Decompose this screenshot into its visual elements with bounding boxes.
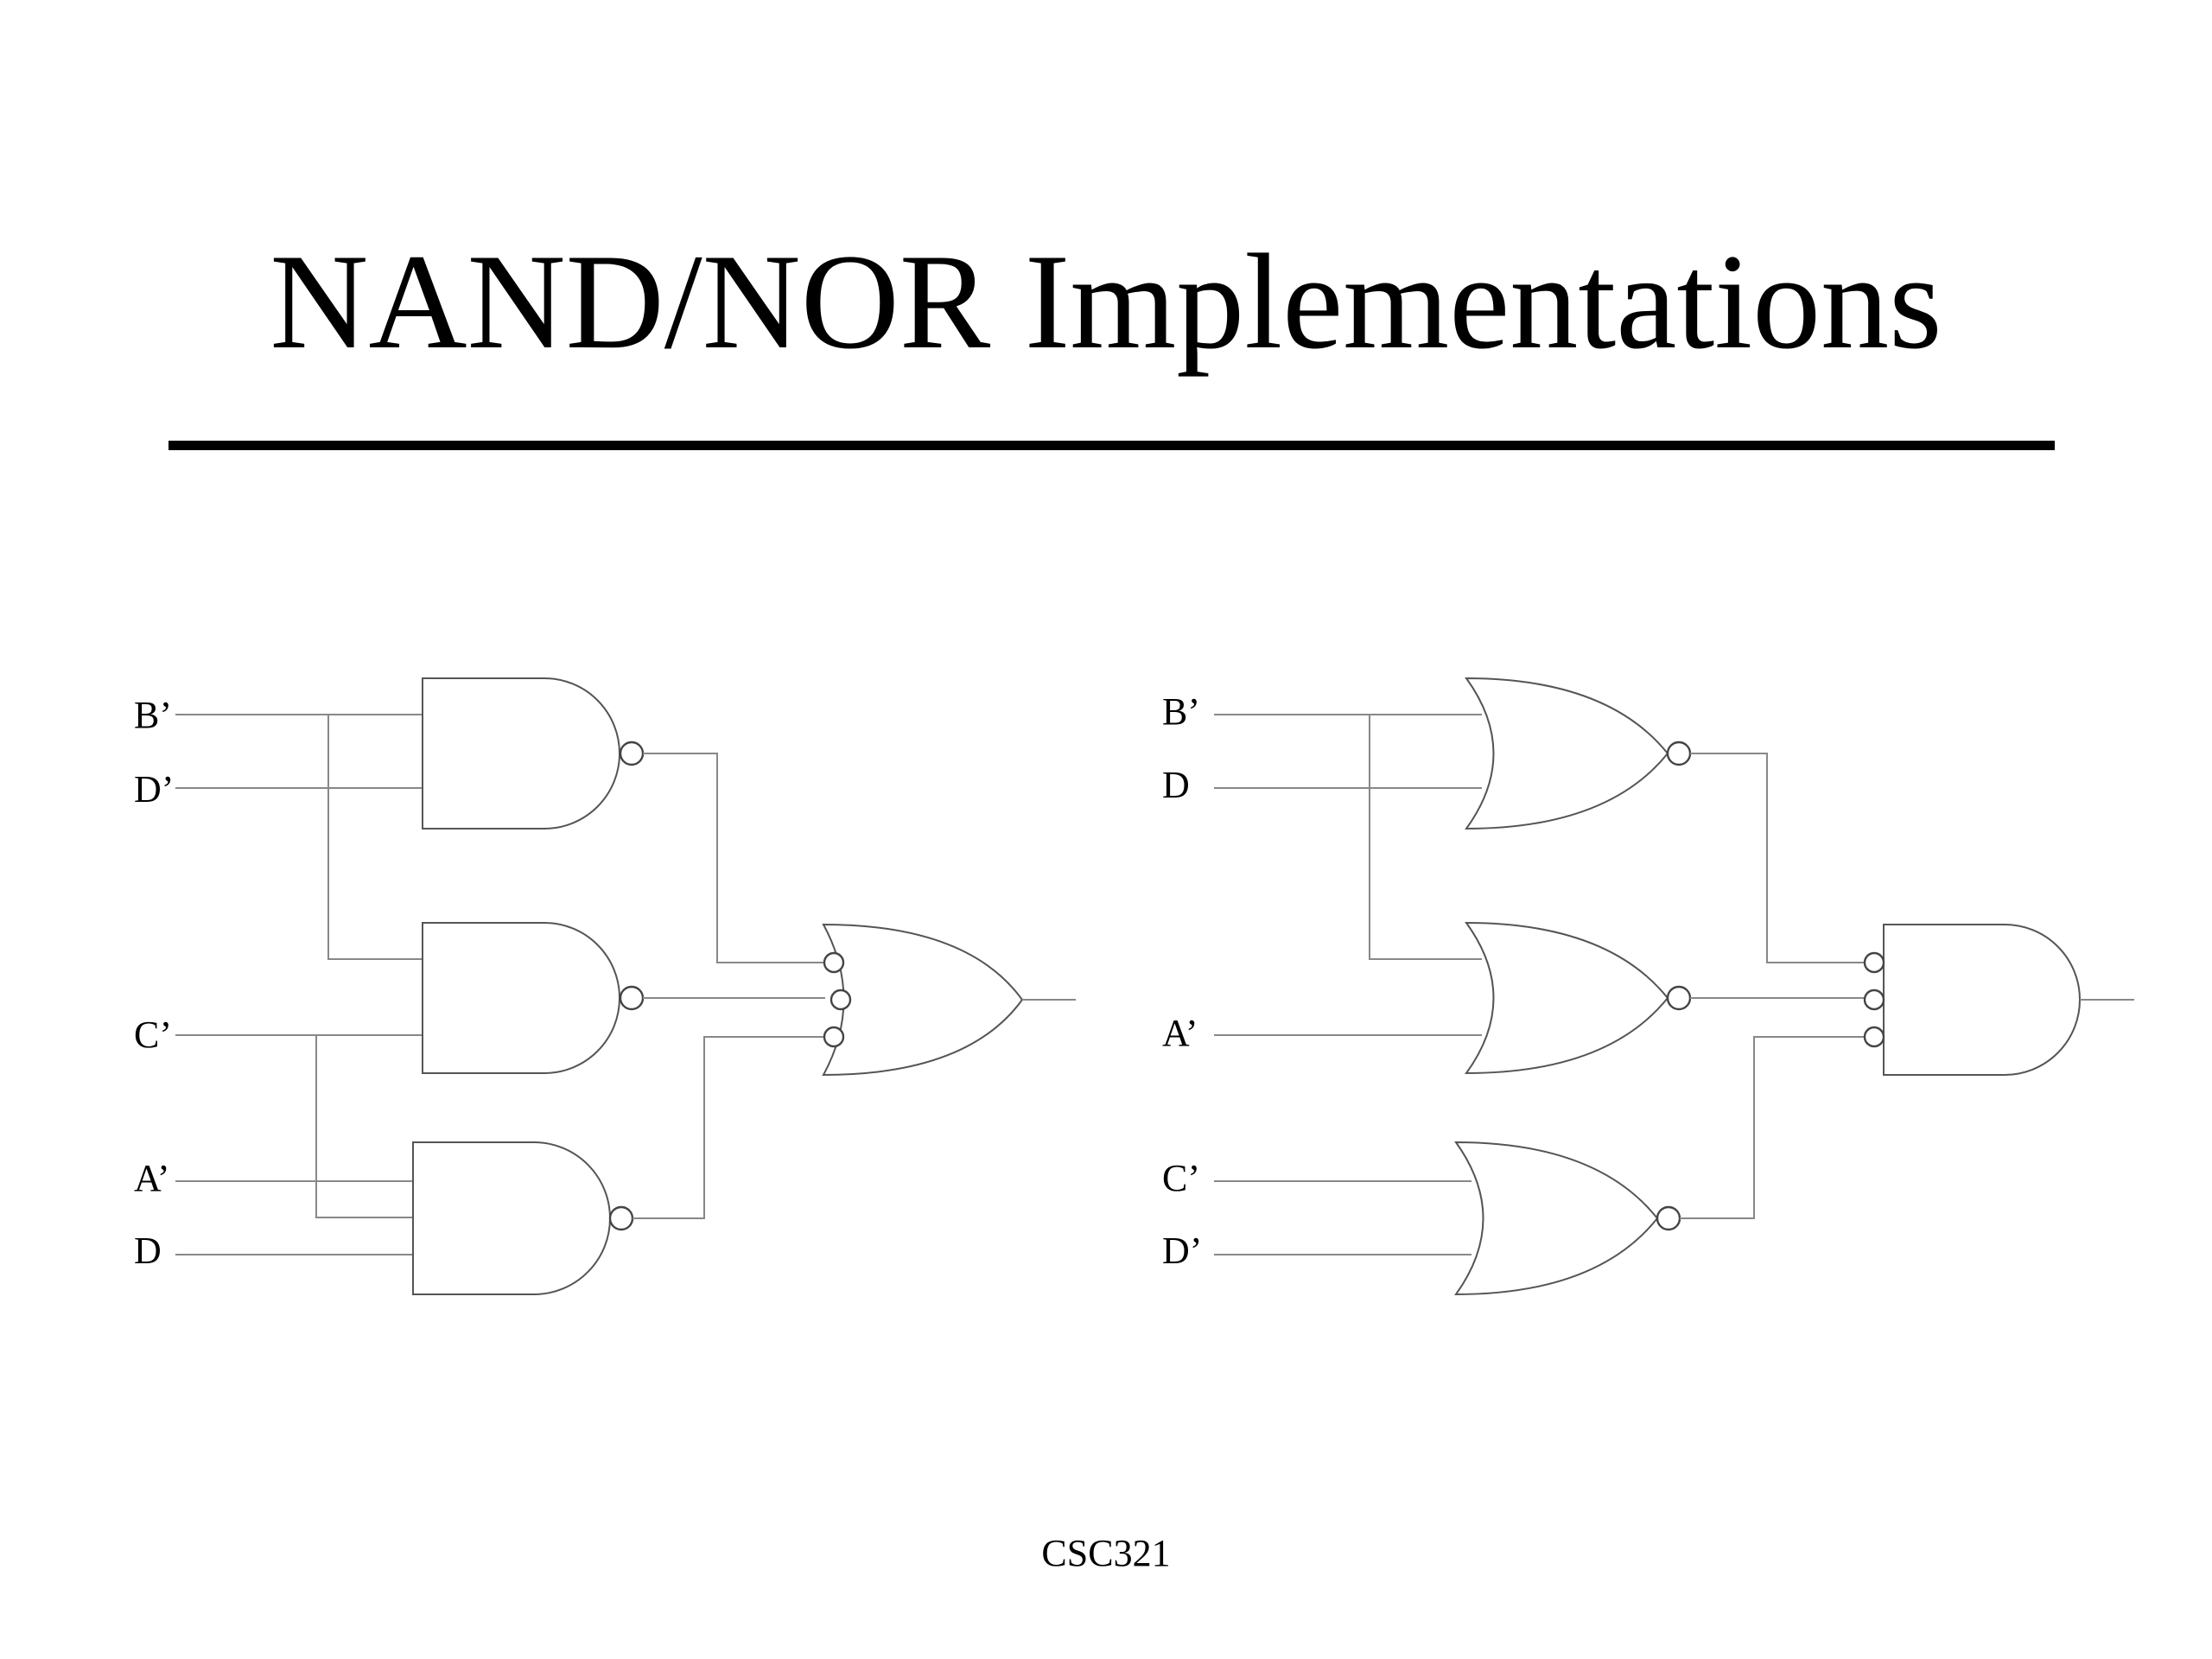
nand-wire-b-prime — [175, 714, 423, 960]
nand-gate-3 — [412, 1141, 611, 1295]
nor-and-input-bubble-1 — [1863, 951, 1885, 974]
nor-gate-3 — [1454, 1141, 1659, 1296]
nor-out-wire-3 — [1680, 1036, 1868, 1219]
nand-input-label-d-prime: D’ — [134, 768, 174, 810]
nand-gate-2 — [422, 922, 620, 1074]
nand-output-or-gate — [822, 923, 1024, 1077]
nor-circuit: B’ D A’ C’ D’ — [1162, 677, 2134, 1296]
nand-or-input-bubble-2 — [830, 988, 852, 1011]
nand-or-input-bubble-1 — [823, 951, 845, 974]
nand-out-wire-1 — [643, 753, 825, 963]
nor-gate-2 — [1465, 921, 1669, 1075]
title-divider — [168, 441, 2055, 450]
nand-gate-2-bubble — [619, 985, 645, 1011]
nor-input-label-d-prime: D’ — [1162, 1230, 1202, 1272]
nor-and-input-bubble-3 — [1863, 1026, 1885, 1048]
nor-and-input-bubble-2 — [1863, 988, 1885, 1011]
nand-input-label-c-prime: C’ — [134, 1014, 172, 1056]
nand-circuit: B’ D’ C’ A’ D — [134, 677, 1076, 1295]
nand-out-wire-3 — [632, 1036, 825, 1219]
nor-input-label-d: D — [1162, 764, 1190, 806]
nor-gate-2-bubble — [1666, 985, 1692, 1011]
nand-input-label-a-prime: A’ — [134, 1157, 170, 1199]
nor-input-label-a-prime: A’ — [1162, 1012, 1198, 1054]
nand-wire-c-prime — [175, 1034, 423, 1218]
nor-input-label-c-prime: C’ — [1162, 1157, 1200, 1199]
nor-gate-1 — [1465, 677, 1669, 830]
nand-input-label-b-prime: B’ — [134, 694, 172, 736]
nand-input-label-d: D — [134, 1230, 162, 1272]
nor-gate-1-bubble — [1666, 741, 1692, 766]
nand-or-input-bubble-3 — [823, 1026, 845, 1048]
nand-gate-1-bubble — [619, 741, 645, 766]
nor-gate-3-bubble — [1656, 1205, 1681, 1231]
nand-gate-3-bubble — [608, 1205, 634, 1231]
nor-out-wire-1 — [1690, 753, 1868, 963]
slide-title: NAND/NOR Implementations — [270, 226, 1942, 378]
slide-footer: CSC321 — [1041, 1532, 1171, 1574]
nor-input-label-b-prime: B’ — [1162, 690, 1200, 733]
nand-gate-1 — [422, 677, 620, 830]
nor-output-and-gate — [1883, 924, 2081, 1076]
nor-wire-b-prime — [1214, 714, 1482, 960]
